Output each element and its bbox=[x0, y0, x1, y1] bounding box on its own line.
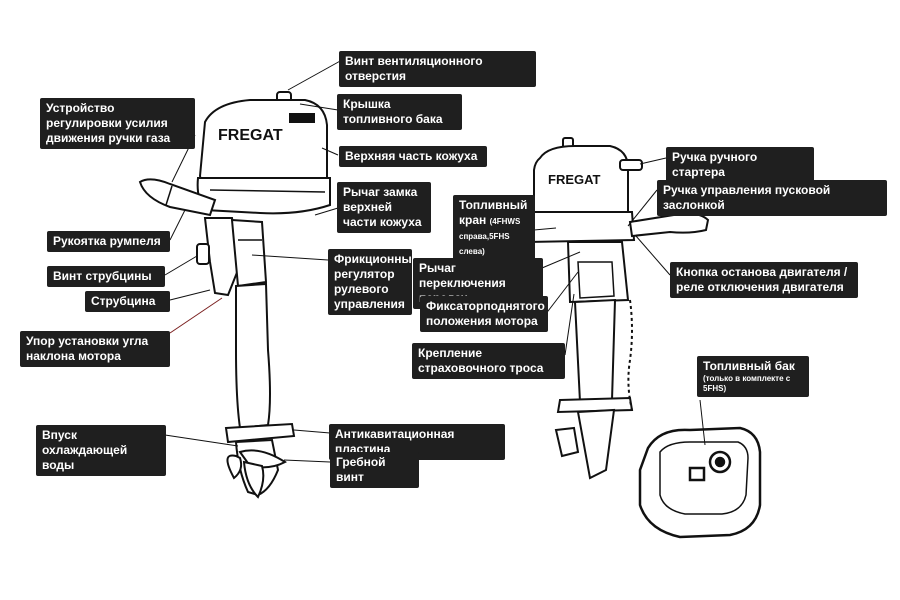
label-fuel-tank: Топливный бак (только в комплекте с 5FHS… bbox=[697, 356, 809, 397]
label-steering-friction: Фрикционный регулятор рулевого управлени… bbox=[328, 249, 419, 315]
label-fuel-cap: Крышка топливного бака bbox=[337, 94, 462, 130]
label-starter-handle: Ручка ручного стартера bbox=[666, 147, 814, 183]
left-motor-brand: FREGAT bbox=[218, 127, 283, 144]
label-fuel-cock-note: (4FHWS справа,5FHS слева) bbox=[459, 217, 521, 256]
label-clamp: Струбцина bbox=[85, 291, 170, 312]
label-fuel-cock-title: Топливный кран bbox=[459, 198, 528, 227]
fuel-tank-illustration bbox=[638, 426, 762, 539]
label-tilt-lock: Фиксаторподнятого положения мотора bbox=[420, 296, 548, 332]
label-cowling-lock-lever: Рычаг замка верхней части кожуха bbox=[337, 182, 431, 233]
label-choke-knob: Ручка управления пусковой заслонкой bbox=[657, 180, 887, 216]
right-motor-illustration bbox=[526, 137, 710, 480]
label-stop-button: Кнопка останова двигателя / реле отключе… bbox=[670, 262, 858, 298]
leader-lines bbox=[164, 59, 706, 463]
label-propeller: Гребной винт bbox=[330, 452, 419, 488]
label-vent-screw: Винт вентиляционного отверстия bbox=[339, 51, 536, 87]
label-lanyard-mount: Крепление страховочного троса bbox=[412, 343, 565, 379]
label-upper-cowling: Верхняя часть кожуха bbox=[339, 146, 487, 167]
label-fuel-tank-note: (только в комплекте с 5FHS) bbox=[703, 374, 791, 393]
left-motor-illustration bbox=[138, 91, 331, 499]
label-trim-rod: Упор установки угла наклона мотора bbox=[20, 331, 170, 367]
label-fuel-cock: Топливный кран (4FHWS справа,5FHS слева) bbox=[453, 195, 535, 261]
label-clamp-screw: Винт струбцины bbox=[47, 266, 165, 287]
label-fuel-tank-title: Топливный бак bbox=[703, 359, 795, 373]
label-water-inlet: Впуск охлаждающей воды bbox=[36, 425, 166, 476]
label-throttle-friction: Устройство регулировки усилия движения р… bbox=[40, 98, 195, 149]
label-tiller-handle: Рукоятка румпеля bbox=[47, 231, 170, 252]
right-motor-brand: FREGAT bbox=[548, 172, 601, 187]
